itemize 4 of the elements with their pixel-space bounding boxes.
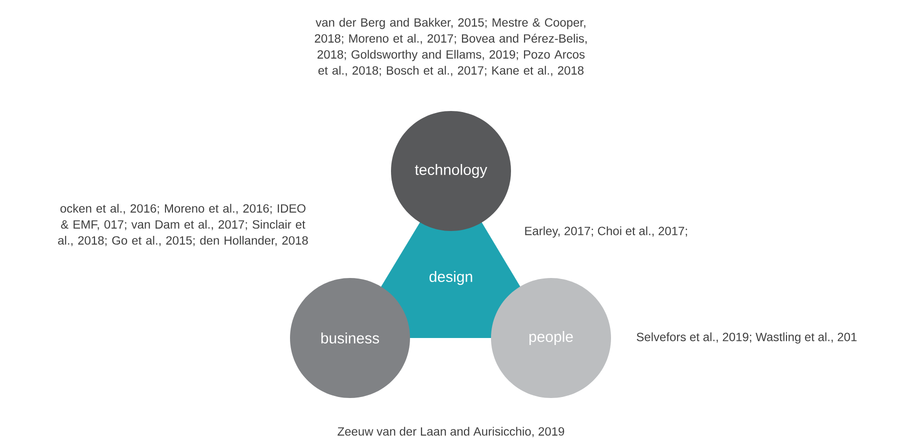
- citation-text: Zeeuw van der Laan and Aurisicchio, 2019: [338, 426, 564, 438]
- citation-text: Selvefors et al., 2019; Wastling et al., 201: [636, 332, 857, 344]
- citation-text: van der Berg and Bakker, 2015; Mestre & Cooper, 2018; Moreno et al., 2017; Bovea and Pérez-Belis, 2018; Goldsworthy and Ellams, 2019; Pozo Arcos et al., 2018; Bosch et al., 2017; Kane et al., 2018: [314, 18, 587, 76]
- citation-text: ocken et al., 2016; Moreno et al., 2016; IDEO & EMF, 017; van Dam et al., 2017; Sinclair et al., 2018; Go et al., 2015; den Hollander, 2018: [58, 204, 308, 246]
